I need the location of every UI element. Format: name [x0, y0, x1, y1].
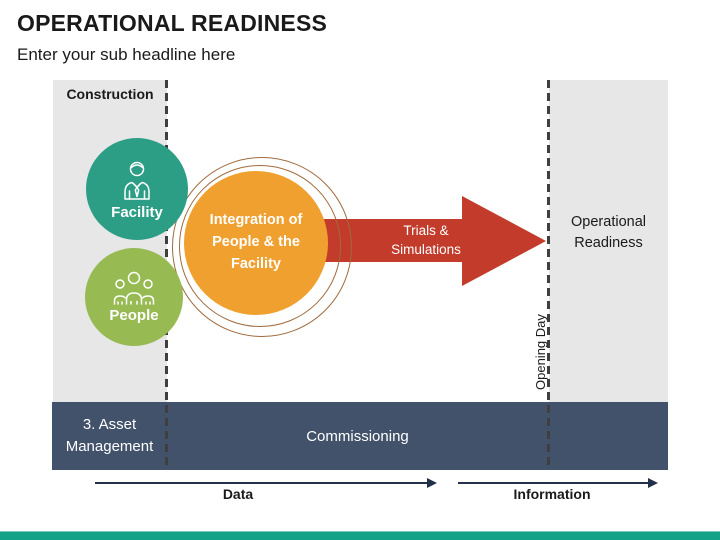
construction-label: Construction	[66, 86, 154, 102]
page-title: OPERATIONAL READINESS	[17, 10, 328, 36]
operational-readiness-label: Operational Readiness	[571, 214, 646, 252]
information-label: Information	[513, 486, 591, 502]
people-label: People	[109, 306, 159, 324]
data-arrow-head	[427, 478, 437, 488]
people-group-icon	[111, 271, 157, 305]
construction-phase-panel	[53, 80, 167, 402]
integration-outer-ring	[172, 157, 352, 337]
facility-label: Facility	[111, 203, 163, 221]
people-bubble: People	[85, 248, 183, 346]
opening-day-dashed-line	[547, 80, 550, 470]
commissioning-label: Commissioning	[306, 427, 409, 445]
integration-bubble: Integration of People & the Facility	[184, 171, 328, 315]
information-arrow-line	[458, 482, 648, 484]
trials-arrow-head	[462, 196, 546, 286]
operational-readiness-panel	[549, 80, 668, 402]
commissioning-bar	[52, 402, 668, 470]
trials-simulations-label: Trials & Simulations	[391, 223, 461, 257]
data-label: Data	[222, 486, 254, 502]
integration-label: Integration of People & the Facility	[209, 212, 303, 272]
slide-accent-bar	[0, 531, 720, 540]
sub-headline: Enter your sub headline here	[17, 45, 236, 64]
opening-day-label: Opening Day	[533, 314, 548, 390]
businessman-icon	[117, 158, 157, 202]
integration-inner-ring	[179, 165, 341, 327]
information-arrow-head	[648, 478, 658, 488]
asset-management-label: 3. Asset Management	[65, 416, 154, 455]
data-arrow-line	[95, 482, 427, 484]
facility-bubble: Facility	[86, 138, 188, 240]
